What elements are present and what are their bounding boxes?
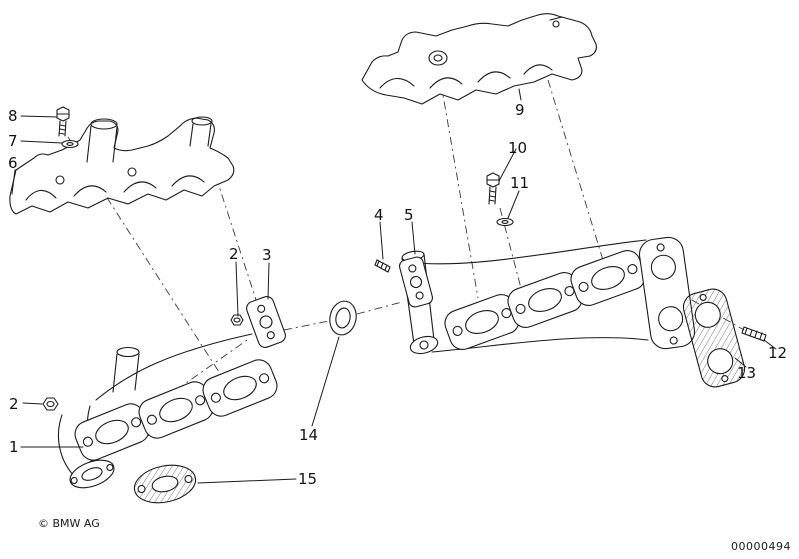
stud-4	[374, 259, 391, 273]
callout-13: 13	[737, 364, 756, 382]
callout-7: 7	[8, 132, 18, 150]
flange-plate-3	[246, 296, 286, 348]
heat-shield-rear	[361, 13, 597, 105]
callout-10: 10	[508, 139, 527, 157]
nut-2-lower	[42, 397, 59, 411]
image-number: 00000494	[731, 540, 791, 553]
bracket-5	[398, 256, 434, 308]
bolt-8	[56, 106, 70, 137]
nut-2-upper	[230, 314, 244, 326]
callout-3: 3	[262, 246, 272, 264]
callout-8: 8	[8, 107, 18, 125]
washer-7	[61, 139, 79, 149]
leader-lines	[11, 88, 777, 484]
copyright-watermark: © BMW AG	[38, 517, 100, 530]
washer-11	[496, 217, 514, 227]
stud-12	[741, 326, 767, 342]
bolt-10	[486, 172, 500, 205]
heat-shield-front	[9, 116, 235, 215]
callout-5: 5	[404, 206, 414, 224]
callout-2-lower: 2	[9, 395, 19, 413]
callout-2-upper: 2	[229, 245, 239, 263]
gasket-15	[133, 464, 197, 504]
manifold-end-flange	[638, 236, 696, 350]
callout-15: 15	[298, 470, 317, 488]
sealing-ring-14	[329, 300, 357, 336]
exhaust-manifold-rear	[401, 236, 696, 355]
exhaust-manifold-front	[57, 333, 278, 489]
callout-9: 9	[515, 101, 525, 119]
callout-labels: 8 7 6 2 3 9 10 11 4 5 12 13 14 2 1 15	[8, 101, 787, 488]
callout-1: 1	[9, 438, 19, 456]
callout-6: 6	[8, 154, 18, 172]
callout-14: 14	[299, 426, 318, 444]
construction-lines	[67, 65, 745, 401]
callout-4: 4	[374, 206, 384, 224]
callout-12: 12	[768, 344, 787, 362]
gasket-13	[682, 288, 746, 388]
callout-11: 11	[510, 174, 529, 192]
